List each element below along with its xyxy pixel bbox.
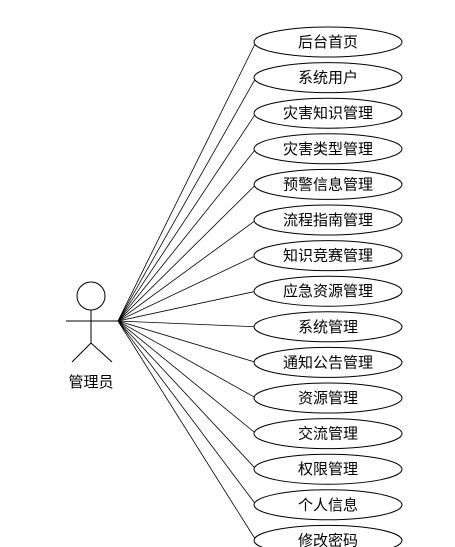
- use-case-ellipse: [253, 489, 403, 521]
- use-case-ellipse: [253, 275, 403, 307]
- use-case: 预警信息管理: [253, 168, 403, 200]
- use-case-label: 通知公告管理: [283, 353, 373, 371]
- use-case-label: 修改密码: [298, 531, 358, 547]
- use-case: 修改密码: [253, 524, 403, 547]
- association-line: [117, 112, 257, 322]
- actor-figure: 管理员: [66, 281, 118, 391]
- use-case: 个人信息: [253, 489, 403, 521]
- actor-head: [76, 281, 106, 311]
- use-case-ellipse: [253, 240, 403, 272]
- actor-name: 管理员: [68, 373, 113, 391]
- use-case-ellipse: [253, 346, 403, 378]
- use-case: 系统用户: [253, 62, 403, 94]
- use-case-label: 灾害知识管理: [283, 104, 373, 122]
- use-case-ellipse: [253, 133, 403, 165]
- association-line: [117, 320, 257, 506]
- use-case-ellipse: [253, 97, 403, 129]
- association-line: [117, 320, 257, 328]
- use-case-ellipse: [253, 524, 403, 547]
- use-case: 流程指南管理: [253, 204, 403, 236]
- use-case-label: 交流管理: [298, 425, 358, 443]
- use-case-label: 系统用户: [298, 69, 358, 87]
- use-case-label: 灾害类型管理: [283, 140, 373, 158]
- use-case-ellipse: [253, 62, 403, 94]
- association-line: [117, 320, 257, 363]
- association-line: [117, 320, 257, 399]
- association-line: [117, 148, 257, 322]
- actor-right-leg: [90, 342, 113, 363]
- association-line: [117, 320, 257, 470]
- use-case-ellipse: [253, 382, 403, 414]
- association-line: [117, 77, 257, 322]
- association-line: [117, 219, 257, 322]
- use-case: 灾害类型管理: [253, 133, 403, 165]
- use-case-ellipse: [253, 26, 403, 58]
- use-case-ellipse: [253, 311, 403, 343]
- use-case-label: 系统管理: [298, 318, 358, 336]
- use-case-label: 应急资源管理: [283, 282, 373, 300]
- use-case: 权限管理: [253, 453, 403, 485]
- use-case-ellipse: [253, 204, 403, 236]
- association-line: [117, 290, 257, 322]
- use-case-list: 后台首页系统用户灾害知识管理灾害类型管理预警信息管理流程指南管理知识竞赛管理应急…: [253, 26, 403, 547]
- use-case: 知识竞赛管理: [253, 240, 403, 272]
- association-line: [117, 320, 257, 434]
- use-case: 交流管理: [253, 418, 403, 450]
- use-case: 通知公告管理: [253, 346, 403, 378]
- use-case: 应急资源管理: [253, 275, 403, 307]
- use-case-ellipse: [253, 453, 403, 485]
- use-case-label: 权限管理: [298, 460, 358, 478]
- use-case-label: 个人信息: [298, 496, 358, 514]
- use-case: 灾害知识管理: [253, 97, 403, 129]
- use-case: 系统管理: [253, 311, 403, 343]
- use-case-label: 资源管理: [298, 389, 358, 407]
- association-line: [117, 184, 257, 322]
- use-case-ellipse: [253, 418, 403, 450]
- use-case: 资源管理: [253, 382, 403, 414]
- use-case-label: 知识竞赛管理: [283, 247, 373, 265]
- association-line: [117, 255, 257, 322]
- association-line: [117, 41, 257, 322]
- use-case-label: 后台首页: [298, 33, 358, 51]
- use-case-ellipse: [253, 168, 403, 200]
- use-case: 后台首页: [253, 26, 403, 58]
- association-line: [117, 320, 257, 541]
- association-lines: [117, 41, 257, 541]
- use-case-label: 预警信息管理: [283, 175, 373, 193]
- use-case-label: 流程指南管理: [283, 211, 373, 229]
- actor-left-leg: [71, 342, 92, 363]
